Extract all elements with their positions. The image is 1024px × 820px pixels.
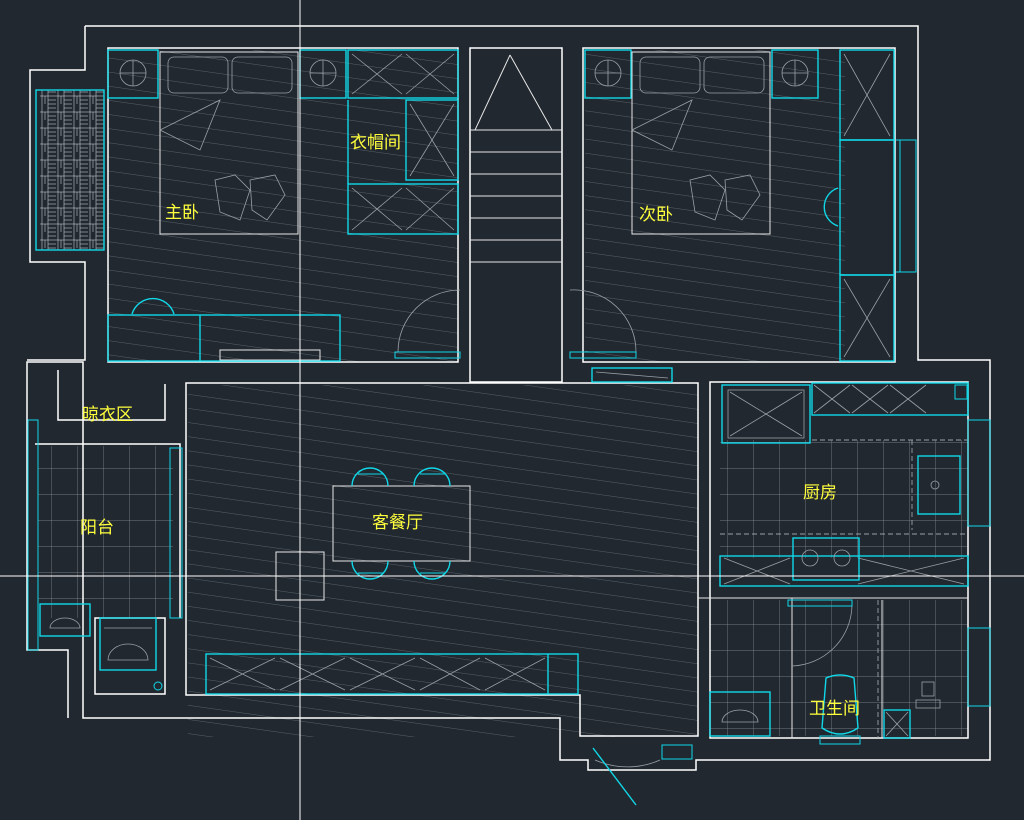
- bay-window: [35, 89, 105, 251]
- entrance-door: [592, 744, 693, 806]
- staircase: [470, 54, 562, 263]
- stove-icon: [792, 537, 860, 581]
- bed-icon: [631, 51, 771, 235]
- room-label-walk-in-closet: 衣帽间: [350, 133, 401, 153]
- door-swing-icon: [394, 289, 637, 359]
- nightstand-icon: [107, 49, 159, 99]
- balcony-area: [27, 419, 183, 691]
- master-bedroom: [107, 49, 347, 362]
- bed-icon: [159, 51, 299, 235]
- second-bedroom: [584, 49, 917, 362]
- floor-hatching: [38, 50, 968, 737]
- kitchen: [719, 382, 991, 587]
- room-label-kitchen: 厨房: [803, 483, 837, 503]
- sink-icon: [721, 384, 811, 444]
- sink-icon: [39, 603, 91, 637]
- room-label-second-bedroom: 次卧: [639, 205, 673, 225]
- room-label-drying-area: 晾衣区: [82, 405, 133, 425]
- bathroom: [698, 597, 991, 745]
- room-label-living-dining: 客餐厅: [372, 513, 423, 533]
- sink-icon: [709, 691, 771, 737]
- nightstand-icon: [584, 49, 632, 99]
- nightstand-icon: [771, 49, 819, 99]
- toilet-icon: [819, 674, 861, 745]
- washing-machine-icon: [99, 617, 157, 671]
- room-label-master-bedroom: 主卧: [165, 203, 199, 223]
- room-label-balcony: 阳台: [80, 518, 114, 538]
- dining-table-icon: [332, 467, 471, 580]
- outer-walls: [26, 25, 991, 771]
- walk-in-closet: [347, 49, 459, 235]
- room-label-bathroom: 卫生间: [809, 699, 860, 719]
